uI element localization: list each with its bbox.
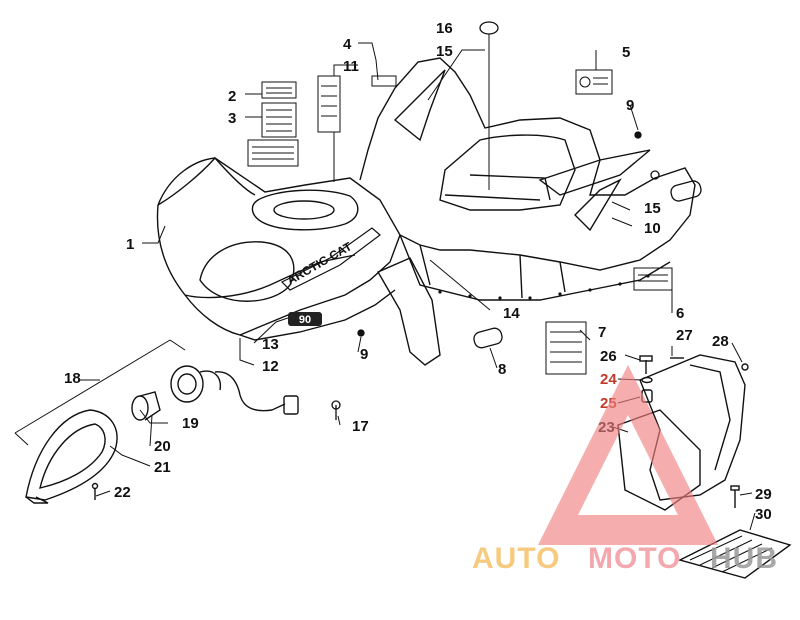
callout-30: 30 [755, 506, 772, 523]
label-4 [371, 75, 397, 87]
callout-19: 19 [182, 415, 199, 432]
footrest-plate-30 [678, 529, 792, 579]
wire-connector [283, 395, 299, 415]
clip-9-upper [634, 131, 642, 139]
socket-19 [170, 365, 204, 403]
watermark-word-auto: AUTO [472, 542, 560, 575]
label-6 [633, 267, 673, 291]
warning-labels [247, 69, 673, 375]
headlight-lens [39, 423, 106, 489]
front-fender-opening [199, 241, 295, 302]
callout-15-upper: 15 [436, 43, 453, 60]
seat-deck [439, 134, 576, 211]
callout-9-lower: 9 [360, 346, 368, 363]
callout-22: 22 [114, 484, 131, 501]
callout-10: 10 [644, 220, 661, 237]
hood-pod [251, 189, 359, 231]
fender-outline-top [157, 57, 696, 271]
callout-5: 5 [622, 44, 630, 61]
callout-21: 21 [154, 459, 171, 476]
label-7 [545, 321, 587, 375]
bulb-20-body [139, 391, 161, 421]
callout-9-upper: 9 [626, 97, 634, 114]
nut-28 [741, 363, 749, 371]
label-11 [317, 75, 341, 133]
group-bracket-line [14, 339, 171, 434]
callout-26: 26 [600, 348, 617, 365]
headlight-housing-21 [25, 409, 118, 501]
callout-15-lower: 15 [644, 200, 661, 217]
label-2 [261, 81, 297, 99]
small-parts [331, 21, 702, 420]
rear-fender-skirt [399, 234, 671, 301]
callout-8: 8 [498, 361, 506, 378]
callout-27: 27 [676, 327, 693, 344]
callout-17: 17 [352, 418, 369, 435]
label-5 [575, 69, 613, 95]
callout-6: 6 [676, 305, 684, 322]
washer-24 [641, 376, 653, 384]
rear-fender-details [419, 244, 566, 299]
rear-fender-decal-left [393, 69, 446, 142]
rear-fender-decal-right [574, 178, 622, 232]
callout-16: 16 [436, 20, 453, 37]
headlight-wire [214, 371, 286, 412]
front-splash-edge [157, 156, 256, 206]
watermark-word-moto: MOTO [588, 542, 681, 575]
callout-14: 14 [503, 305, 520, 322]
watermark-word-hub: HUB [710, 542, 778, 575]
front-mud-flap [377, 257, 441, 366]
arctic-cat-stripe [280, 227, 381, 291]
cap-16 [479, 21, 499, 35]
callout-4: 4 [343, 36, 352, 53]
side-panel-lower [239, 289, 396, 341]
arctic-cat-decal-text: ARCTIC CAT [285, 239, 355, 288]
model-decal-text: 90 [299, 314, 311, 326]
fastener-near-10 [650, 170, 660, 180]
headlight-assembly [14, 339, 299, 504]
callout-7: 7 [598, 324, 606, 341]
footwell-inner [689, 364, 731, 471]
clip-9-lower [357, 329, 365, 337]
skirt-rivets [438, 274, 650, 300]
leader-lines [80, 42, 756, 531]
front-fender-lower [156, 204, 401, 336]
footrest-grip [689, 535, 773, 573]
headlight-mount-tab [25, 496, 49, 504]
callout-13: 13 [262, 336, 279, 353]
callout-29: 29 [755, 486, 772, 503]
watermark: AUTO MOTO HUB [472, 365, 778, 575]
bulb-20-end [131, 395, 149, 421]
socket-19-inner [177, 373, 197, 395]
callout-20: 20 [154, 438, 171, 455]
callout-3: 3 [228, 110, 236, 127]
callout-12: 12 [262, 358, 279, 375]
body-fender-assembly [156, 57, 696, 341]
model-decal-plate [288, 312, 322, 326]
callout-1: 1 [126, 236, 134, 253]
hood-pod-inner [273, 200, 335, 220]
callout-24: 24 [600, 371, 617, 388]
watermark-triangle-icon [538, 365, 718, 545]
front-fender-inner-line [184, 254, 356, 299]
footwell-panel-23 [617, 409, 701, 511]
plug-8 [473, 327, 503, 349]
label-3-lower [247, 139, 299, 167]
socket-19-back [199, 370, 222, 391]
plug-10 [670, 180, 702, 202]
seat-deck-ribs [444, 174, 551, 201]
label-3-upper [261, 102, 297, 138]
callout-11: 11 [343, 58, 359, 75]
callout-18: 18 [64, 370, 81, 387]
rear-fender-stripe [538, 149, 651, 196]
callout-2: 2 [228, 88, 236, 105]
callout-28: 28 [712, 333, 729, 350]
